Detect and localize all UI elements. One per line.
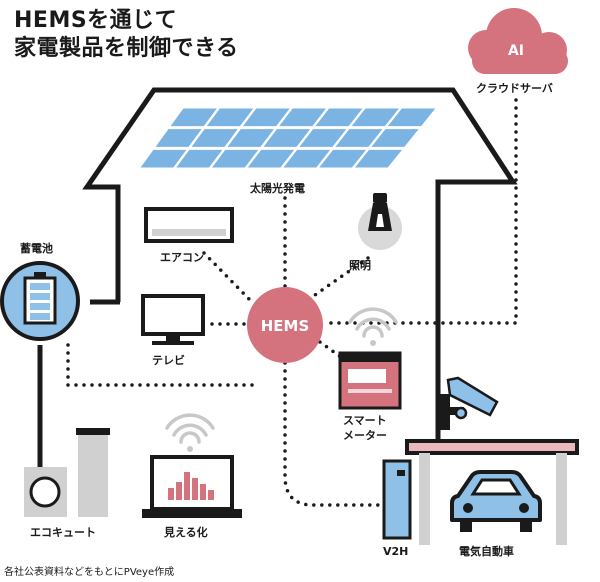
solar-cell bbox=[279, 108, 327, 127]
title-line-1: HEMSを通じて bbox=[14, 8, 178, 33]
laptop-wifi-icon bbox=[165, 413, 215, 452]
laptop-chart-bar bbox=[208, 490, 214, 500]
solar-cell bbox=[351, 108, 399, 127]
cloud-icon: AI bbox=[468, 8, 568, 74]
hems-hub: HEMS bbox=[247, 287, 323, 363]
security-camera-icon bbox=[438, 376, 499, 430]
car-icon bbox=[450, 470, 542, 532]
title-line-2: 家電製品を制御できる bbox=[14, 36, 239, 61]
battery-icon bbox=[0, 261, 80, 470]
solar-cell bbox=[191, 129, 238, 147]
solar-cell bbox=[212, 149, 259, 168]
house-outline bbox=[82, 87, 518, 445]
solar-cell bbox=[176, 149, 223, 168]
wifi-icon bbox=[348, 307, 398, 346]
hub-label: HEMS bbox=[261, 317, 310, 335]
v2h-charger-icon bbox=[382, 459, 412, 540]
laptop-chart-bar bbox=[168, 488, 174, 500]
ecocute-icon bbox=[24, 428, 110, 517]
smart-meter-icon bbox=[338, 351, 402, 410]
solar-cell bbox=[227, 129, 274, 147]
label-visualization: 見える化 bbox=[164, 526, 208, 539]
laptop-chart-bar bbox=[176, 482, 182, 500]
solar-cell bbox=[315, 108, 363, 127]
solar-cell bbox=[243, 108, 290, 127]
solar-cell bbox=[319, 149, 367, 168]
connection-lines bbox=[66, 98, 518, 507]
solar-cell bbox=[247, 149, 295, 168]
garage bbox=[405, 439, 579, 545]
label-battery: 蓄電池 bbox=[20, 242, 53, 255]
label-solar: 太陽光発電 bbox=[250, 182, 305, 195]
label-aircon: エアコン bbox=[160, 251, 204, 264]
solar-cell bbox=[140, 149, 187, 168]
label-ev: 電気自動車 bbox=[459, 545, 514, 558]
source-credit: 各社公表資料などをもとにPVeye作成 bbox=[4, 567, 175, 578]
solar-cell bbox=[354, 149, 402, 168]
light-bulb-icon bbox=[358, 193, 402, 250]
laptop-chart-bar bbox=[184, 472, 190, 500]
cloud-label: AI bbox=[508, 43, 524, 59]
label-ecocute: エコキュート bbox=[30, 526, 96, 539]
solar-cell bbox=[170, 108, 217, 127]
laptop-chart-bar bbox=[200, 484, 206, 500]
solar-cell bbox=[371, 129, 419, 147]
label-smart-meter-1: スマート bbox=[343, 414, 387, 427]
label-v2h: V2H bbox=[383, 545, 409, 558]
laptop-chart-bar bbox=[192, 478, 198, 500]
label-tv: テレビ bbox=[152, 354, 185, 367]
solar-cell bbox=[263, 129, 311, 147]
cloud-caption: クラウドサーバ bbox=[476, 82, 553, 95]
solar-cell bbox=[299, 129, 347, 147]
tv-icon bbox=[141, 294, 205, 345]
laptop-chart-icon bbox=[142, 413, 242, 518]
solar-cell bbox=[206, 108, 254, 127]
solar-cell bbox=[335, 129, 383, 147]
solar-panel-icon bbox=[140, 108, 436, 168]
aircon-icon bbox=[144, 207, 234, 243]
label-lighting: 照明 bbox=[349, 259, 371, 272]
solar-cell bbox=[387, 108, 436, 127]
label-smart-meter-2: メーター bbox=[343, 429, 387, 442]
solar-cell bbox=[155, 129, 202, 147]
solar-cell bbox=[283, 149, 331, 168]
